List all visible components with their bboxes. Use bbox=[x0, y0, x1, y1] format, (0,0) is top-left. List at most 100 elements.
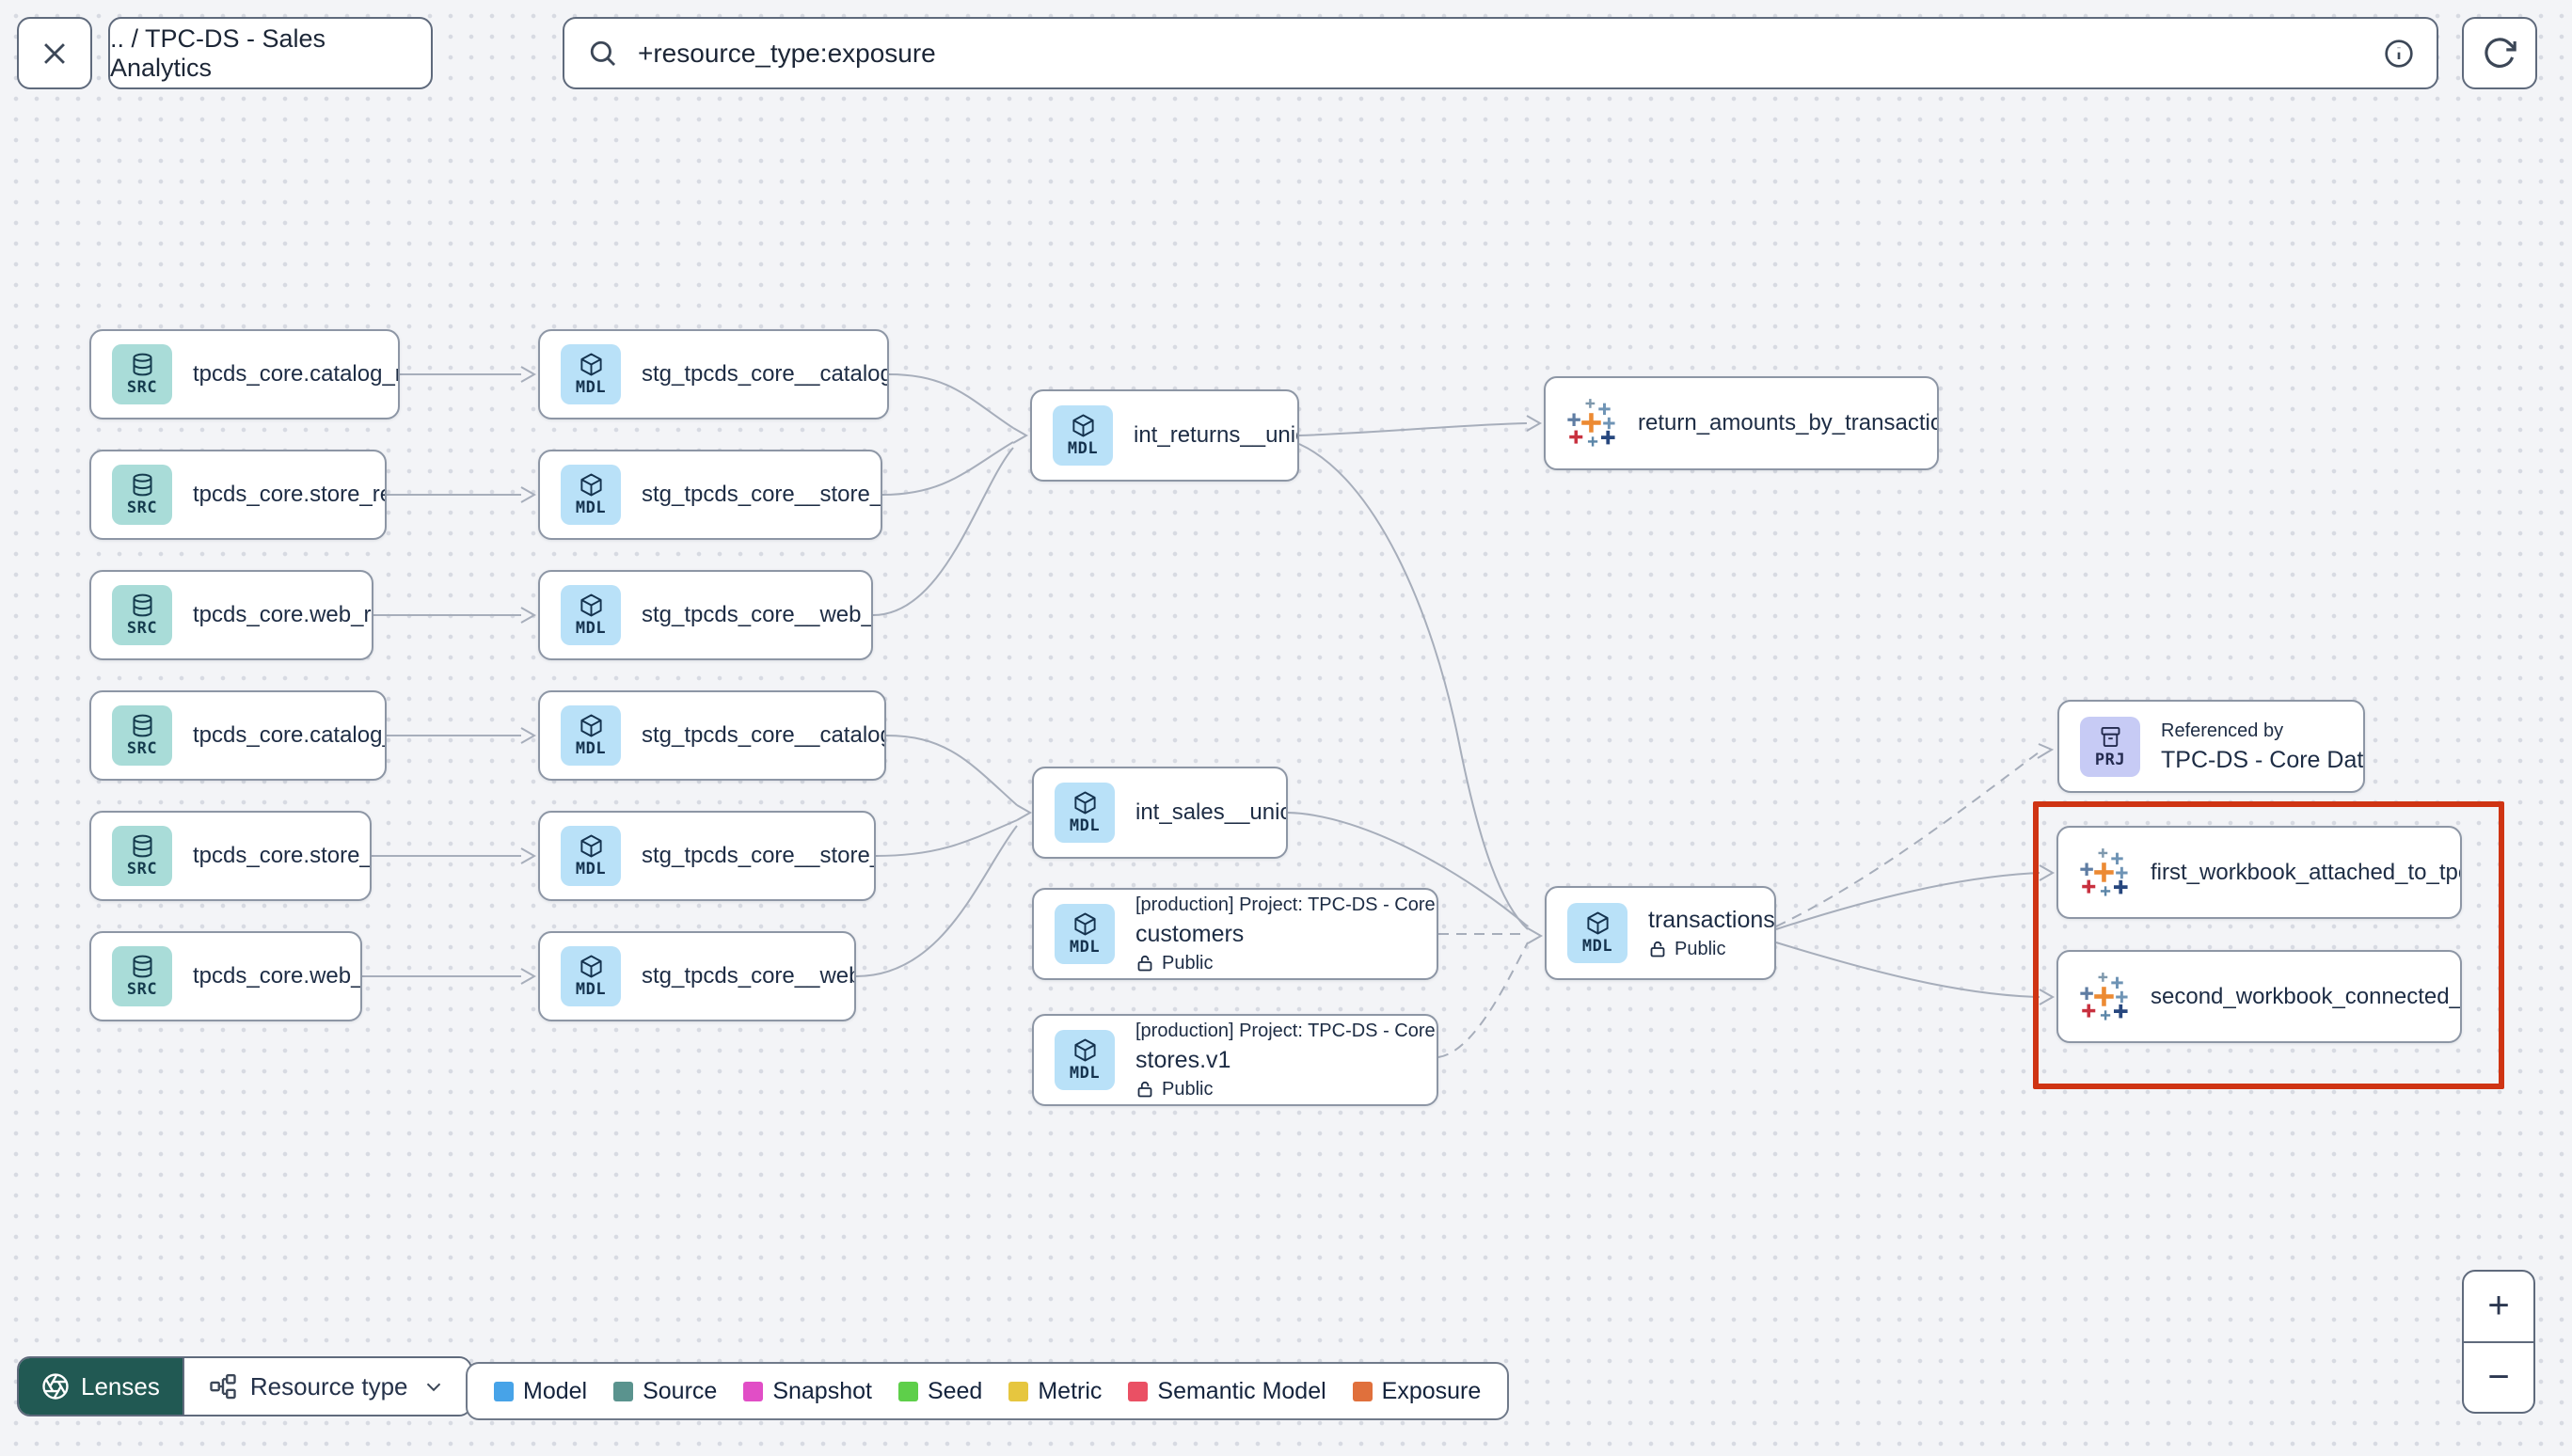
legend-swatch bbox=[613, 1381, 634, 1401]
cube-icon bbox=[579, 713, 604, 738]
zoom-in-button[interactable]: + bbox=[2464, 1272, 2533, 1343]
legend-item: Seed bbox=[897, 1378, 982, 1405]
lenses-button[interactable]: Lenses bbox=[19, 1358, 183, 1415]
node-exposure-second-workbook[interactable]: second_workbook_connected_to_live… bbox=[2056, 950, 2462, 1043]
node-stores-v1[interactable]: MDL [production] Project: TPC-DS - Core … bbox=[1032, 1014, 1438, 1106]
database-icon bbox=[130, 472, 155, 498]
lock-open-icon bbox=[1135, 954, 1154, 973]
legend-swatch bbox=[1128, 1381, 1149, 1401]
legend-swatch bbox=[897, 1381, 918, 1401]
node-src-web-sales[interactable]: SRC tpcds_core.web_sales bbox=[89, 931, 362, 1021]
cube-icon bbox=[1072, 790, 1098, 815]
node-src-store-returns[interactable]: SRC tpcds_core.store_returns bbox=[89, 450, 387, 540]
source-badge: SRC bbox=[112, 585, 172, 645]
tableau-icon bbox=[1566, 398, 1617, 449]
node-stg-catalog-returns[interactable]: MDL stg_tpcds_core__catalog_returns bbox=[538, 329, 889, 419]
node-stg-catalog-sales[interactable]: MDL stg_tpcds_core__catalog_sales bbox=[538, 690, 886, 781]
cube-icon bbox=[579, 352, 604, 377]
tableau-icon bbox=[2079, 847, 2130, 898]
node-title: tpcds_core.store_returns bbox=[193, 482, 385, 507]
node-src-web-returns[interactable]: SRC tpcds_core.web_returns bbox=[89, 570, 373, 660]
model-badge: MDL bbox=[561, 465, 621, 525]
node-title: customers bbox=[1135, 921, 1245, 947]
model-badge: MDL bbox=[561, 946, 621, 1006]
model-badge: MDL bbox=[561, 585, 621, 645]
node-title: tpcds_core.store_sales bbox=[193, 843, 372, 868]
node-title: second_workbook_connected_to_live… bbox=[2151, 983, 2462, 1009]
access-row: Public bbox=[1135, 1078, 1437, 1100]
refresh-button[interactable] bbox=[2462, 17, 2537, 89]
node-transactions[interactable]: MDL transactions Public bbox=[1545, 886, 1776, 980]
node-project-label: [production] Project: TPC-DS - Core Data… bbox=[1135, 894, 1437, 915]
node-int-returns-unioned[interactable]: MDL int_returns__unioned bbox=[1030, 389, 1299, 482]
cube-icon bbox=[579, 593, 604, 618]
node-title: int_returns__unioned bbox=[1134, 422, 1297, 448]
cube-icon bbox=[579, 472, 604, 498]
chevron-down-icon bbox=[426, 1383, 440, 1392]
model-badge: MDL bbox=[1053, 405, 1113, 466]
model-badge: MDL bbox=[1567, 903, 1627, 963]
model-badge: MDL bbox=[561, 705, 621, 766]
search-bar bbox=[563, 17, 2438, 89]
node-customers[interactable]: MDL [production] Project: TPC-DS - Core … bbox=[1032, 888, 1438, 980]
legend-item: Snapshot bbox=[743, 1378, 872, 1405]
resource-type-label: Resource type bbox=[249, 1371, 408, 1401]
node-exposure-first-workbook[interactable]: first_workbook_attached_to_tpc-ds_-_… bbox=[2056, 826, 2462, 919]
refresh-icon bbox=[2485, 37, 2516, 68]
zoom-out-button[interactable]: − bbox=[2487, 1355, 2510, 1398]
node-title: tpcds_core.web_sales bbox=[193, 963, 362, 989]
search-icon bbox=[590, 40, 616, 66]
database-icon bbox=[130, 713, 155, 738]
database-icon bbox=[130, 954, 155, 979]
lock-open-icon bbox=[1648, 940, 1667, 958]
node-stg-store-returns[interactable]: MDL stg_tpcds_core__store_returns bbox=[538, 450, 882, 540]
node-title: stg_tpcds_core__web_sales bbox=[642, 963, 854, 989]
node-title: stg_tpcds_core__catalog_sales bbox=[642, 722, 884, 748]
node-exposure-return-amounts[interactable]: return_amounts_by_transaction_type bbox=[1544, 376, 1939, 470]
legend-swatch bbox=[1008, 1381, 1029, 1401]
database-icon bbox=[130, 593, 155, 618]
cube-icon bbox=[1071, 413, 1096, 438]
resource-type-legend: Model Source Snapshot Seed Metric Semant… bbox=[466, 1362, 1510, 1420]
node-int-sales-unioned[interactable]: MDL int_sales__unioned bbox=[1032, 767, 1288, 859]
breadcrumb[interactable]: .. / TPC-DS - Sales Analytics bbox=[108, 17, 433, 89]
node-title: stg_tpcds_core__store_sales bbox=[642, 843, 874, 868]
legend-item: Model bbox=[494, 1378, 587, 1405]
legend-item: Source bbox=[613, 1378, 717, 1405]
node-src-store-sales[interactable]: SRC tpcds_core.store_sales bbox=[89, 811, 372, 901]
model-badge: MDL bbox=[561, 344, 621, 404]
node-stg-web-returns[interactable]: MDL stg_tpcds_core__web_returns bbox=[538, 570, 873, 660]
node-project-ref[interactable]: PRJ Referenced by TPC-DS - Core Data Mod… bbox=[2057, 700, 2365, 793]
node-src-catalog-sales[interactable]: SRC tpcds_core.catalog_sales bbox=[89, 690, 387, 781]
search-input[interactable] bbox=[636, 37, 2367, 70]
source-badge: SRC bbox=[112, 826, 172, 886]
access-row: Public bbox=[1648, 938, 1774, 960]
node-title: stg_tpcds_core__web_returns bbox=[642, 602, 873, 627]
legend-swatch bbox=[1352, 1381, 1373, 1401]
model-badge: MDL bbox=[1055, 1030, 1115, 1090]
resource-type-dropdown[interactable]: Resource type bbox=[182, 1358, 470, 1415]
node-stg-web-sales[interactable]: MDL stg_tpcds_core__web_sales bbox=[538, 931, 856, 1021]
lenses-control-group: Lenses Resource type bbox=[17, 1356, 472, 1416]
node-stg-store-sales[interactable]: MDL stg_tpcds_core__store_sales bbox=[538, 811, 876, 901]
node-title: stores.v1 bbox=[1135, 1047, 1231, 1073]
model-badge: MDL bbox=[1055, 904, 1115, 964]
node-src-catalog-returns[interactable]: SRC tpcds_core.catalog_returns bbox=[89, 329, 400, 419]
cube-icon bbox=[579, 833, 604, 859]
close-button[interactable] bbox=[17, 17, 92, 89]
legend-item: Semantic Model bbox=[1128, 1378, 1326, 1405]
access-row: Public bbox=[1135, 952, 1437, 974]
project-badge: PRJ bbox=[2080, 716, 2140, 777]
cube-icon bbox=[1072, 911, 1098, 937]
info-icon[interactable] bbox=[2384, 39, 2414, 69]
cube-icon bbox=[1585, 910, 1611, 936]
breadcrumb-text: .. / TPC-DS - Sales Analytics bbox=[110, 24, 326, 82]
cube-icon bbox=[579, 954, 604, 979]
node-title: stg_tpcds_core__catalog_returns bbox=[642, 361, 889, 387]
database-icon bbox=[130, 833, 155, 859]
lock-open-icon bbox=[1135, 1080, 1154, 1099]
hierarchy-icon bbox=[210, 1373, 236, 1400]
aperture-icon bbox=[42, 1373, 69, 1400]
node-title: stg_tpcds_core__store_returns bbox=[642, 482, 882, 507]
tableau-icon bbox=[2079, 972, 2130, 1022]
